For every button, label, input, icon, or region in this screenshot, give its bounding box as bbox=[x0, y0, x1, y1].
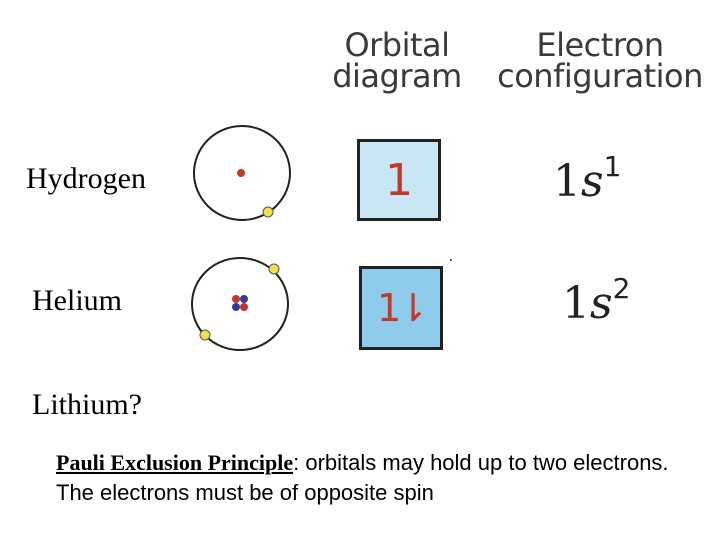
config-base: 1 bbox=[562, 278, 590, 329]
helium-atom-model bbox=[191, 257, 289, 351]
pauli-principle-text: Pauli Exclusion Principle: orbitals may … bbox=[56, 448, 676, 508]
config-helium: 1s2 bbox=[562, 272, 630, 329]
stray-dot bbox=[450, 259, 452, 261]
nucleus-neutron bbox=[240, 295, 248, 303]
pauli-description: : orbitals may hold up to two electrons.… bbox=[56, 450, 669, 505]
hydrogen-atom-model bbox=[193, 125, 291, 221]
nucleus-neutron bbox=[232, 303, 240, 311]
config-base: 1 bbox=[553, 156, 581, 207]
nucleus-proton bbox=[240, 303, 248, 311]
electron-shell bbox=[193, 125, 291, 221]
spin-up-arrow-icon: 1 bbox=[385, 154, 413, 206]
orbital-box-hydrogen: 1 bbox=[357, 139, 441, 221]
heading-line: Orbital bbox=[344, 26, 450, 64]
config-hydrogen: 1s1 bbox=[553, 150, 621, 207]
element-name-helium: Helium bbox=[32, 284, 122, 317]
heading-line: configuration bbox=[497, 57, 703, 95]
config-orbital: s bbox=[590, 278, 613, 329]
config-superscript: 2 bbox=[612, 272, 631, 305]
electron bbox=[268, 263, 280, 275]
nucleus-proton bbox=[237, 169, 245, 177]
element-name-lithium: Lithium? bbox=[32, 388, 142, 421]
orbital-box-helium: 1⇂ bbox=[359, 266, 443, 350]
config-superscript: 1 bbox=[603, 150, 622, 183]
orbital-diagram-heading: Orbital diagram bbox=[318, 26, 476, 95]
electron bbox=[199, 329, 211, 341]
pauli-title: Pauli Exclusion Principle bbox=[56, 450, 294, 475]
heading-line: Electron bbox=[536, 26, 664, 64]
nucleus-proton bbox=[232, 295, 240, 303]
heading-line: diagram bbox=[332, 57, 462, 95]
electron-configuration-heading: Electron configuration bbox=[490, 26, 710, 95]
config-orbital: s bbox=[581, 156, 604, 207]
element-name-hydrogen: Hydrogen bbox=[26, 162, 146, 195]
electron-shell bbox=[191, 257, 289, 351]
spin-pair-arrows-icon: 1⇂ bbox=[376, 286, 429, 330]
electron bbox=[262, 206, 274, 218]
